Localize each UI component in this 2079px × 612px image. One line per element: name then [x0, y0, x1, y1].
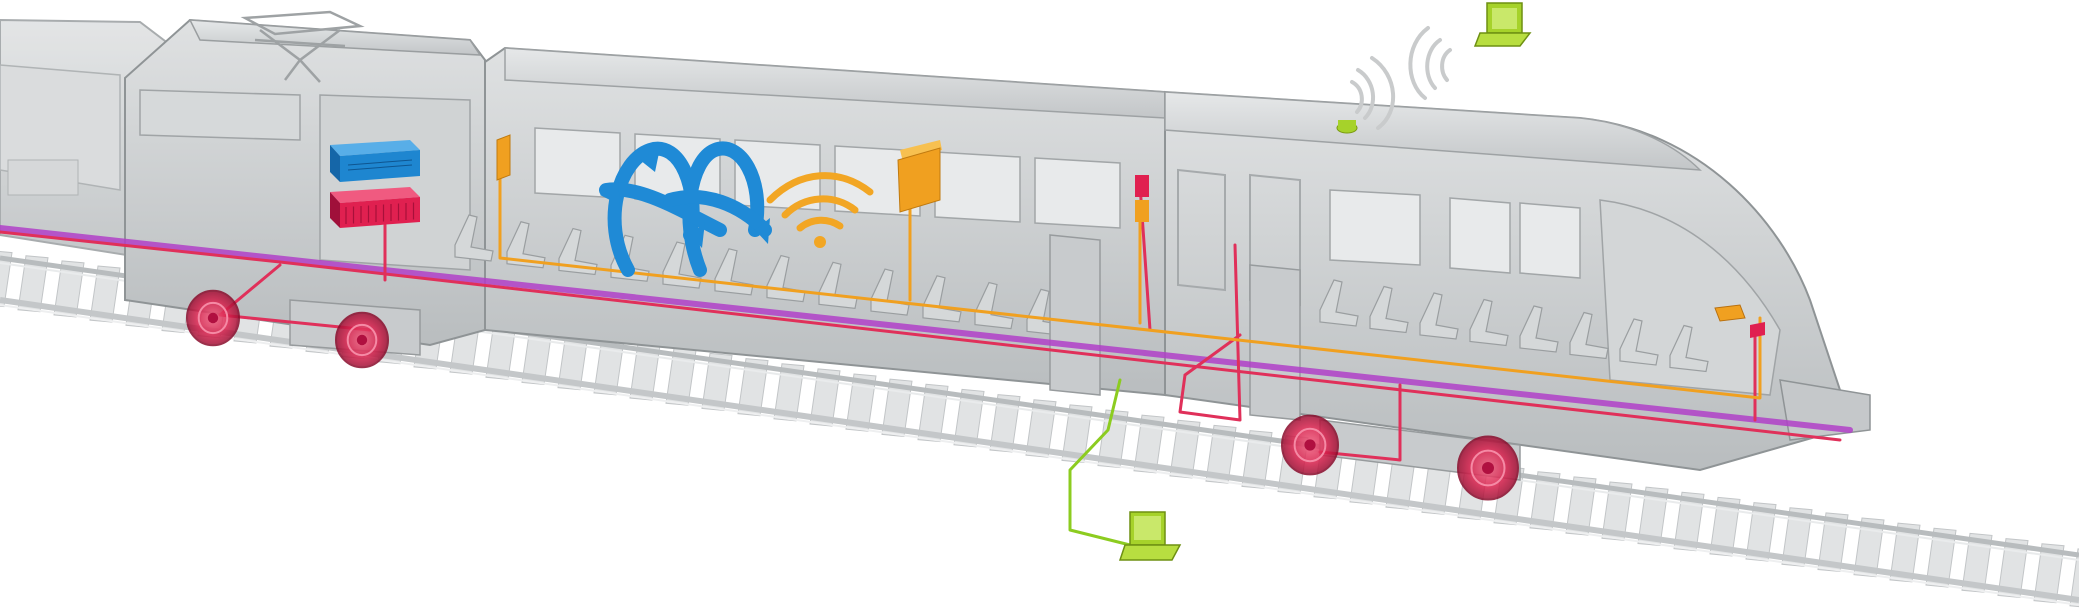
seat: [922, 275, 962, 323]
control-unit-red: [330, 187, 420, 228]
wireless-signal-icon-2: [1408, 26, 1452, 100]
carriage-windows: [534, 127, 1121, 229]
railway-track: [0, 250, 2079, 608]
laptop-icon: [1473, 2, 1532, 47]
brake-branch-front: [1138, 183, 1402, 462]
wheel-brake-icon: [186, 289, 240, 347]
door-control-panel: [1135, 175, 1149, 222]
brake-bus-line: [0, 230, 1842, 442]
track-sleepers: [0, 250, 2079, 608]
seat: [558, 227, 598, 276]
network-lines: [0, 138, 1853, 547]
motor-car: [124, 10, 486, 347]
window: [1329, 189, 1421, 266]
pantograph-icon: [240, 10, 365, 83]
seat: [1369, 285, 1409, 334]
seat: [506, 221, 546, 269]
roof-antenna: [1336, 120, 1358, 134]
undercarriage: [289, 234, 1521, 481]
seat: [454, 214, 494, 262]
laptop-icon-diagnostic: [1118, 511, 1182, 561]
seat: [1319, 279, 1359, 327]
phone-icon: [1714, 304, 1746, 322]
window: [1519, 202, 1581, 279]
power-bus-line: [0, 225, 1853, 433]
seat: [1569, 311, 1609, 360]
seat: [1519, 305, 1559, 353]
seat: [1469, 298, 1509, 347]
passenger-info-display-center: [897, 140, 942, 213]
wifi-dot: [814, 236, 826, 248]
wireless-signal-icon: [1350, 56, 1395, 130]
seat: [1619, 318, 1659, 366]
control-unit-blue: [330, 140, 420, 182]
cab-car-seats: [1319, 279, 1709, 373]
wheel-brake-icon: [1281, 414, 1339, 476]
data-bus-line: [498, 138, 1762, 400]
window: [1449, 197, 1511, 274]
window: [1034, 157, 1121, 229]
hvac-arrowheads: [600, 148, 770, 248]
wheel-brake-icon: [1457, 435, 1519, 501]
passenger-info-display-left: [496, 134, 511, 181]
seat: [1669, 324, 1709, 373]
window: [934, 151, 1021, 223]
track-sleeper: [2069, 548, 2079, 608]
cab-device: [1750, 322, 1765, 338]
wheel-sets: [186, 289, 1519, 501]
seat: [974, 281, 1014, 330]
wheel-brake-icon: [335, 311, 389, 369]
wifi-icon: [766, 172, 874, 232]
seat: [1419, 292, 1459, 340]
cab-car-windows: [1329, 189, 1581, 279]
diagnostic-line: [1068, 378, 1132, 547]
